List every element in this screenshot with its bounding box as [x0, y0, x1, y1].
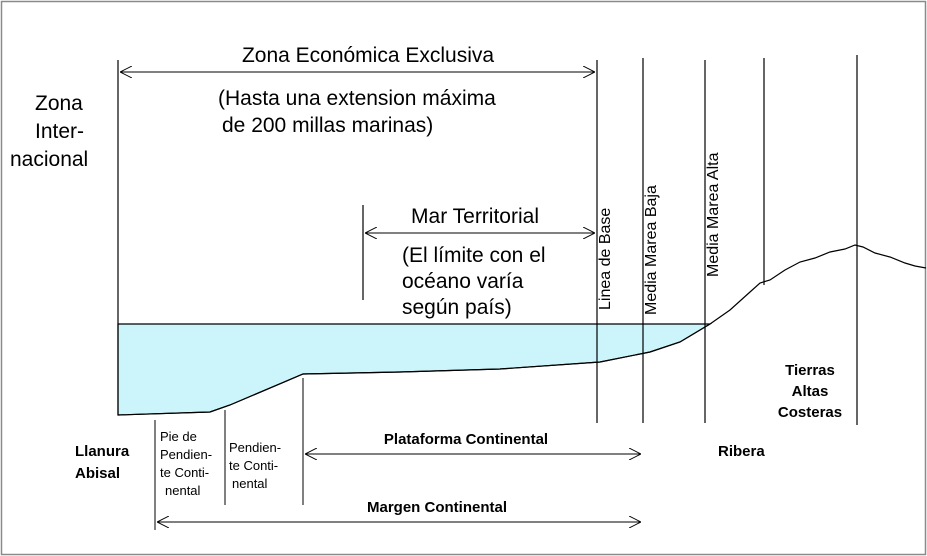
slope-label-line-2: te Conti-	[229, 458, 278, 473]
abyssal-label-line-2: Abisal	[75, 465, 120, 482]
highlands-label-line-1: Tierras	[785, 362, 835, 379]
territorial-note-line-1: (El límite con el	[402, 244, 546, 267]
zee-note-line-1: (Hasta una extension máxima	[218, 87, 496, 110]
highlands-label-line-3: Costeras	[778, 404, 842, 421]
shelf-label: Plataforma Continental	[384, 431, 548, 448]
water-area	[117, 323, 713, 416]
territorial-note-line-2: océano varía	[402, 270, 524, 293]
slope-label-line-1: Pendien-	[229, 440, 281, 455]
slope-label-line-3: nental	[232, 476, 268, 491]
margin-label: Margen Continental	[367, 499, 507, 516]
high-tide-label: Media Marea Alta	[705, 152, 722, 277]
international-line-3: nacional	[10, 148, 88, 171]
highlands-label-line-2: Altas	[792, 383, 829, 400]
slope-foot-label-line-1: Pie de	[160, 429, 197, 444]
territorial-note-line-3: según país)	[402, 296, 512, 319]
zee-title: Zona Económica Exclusiva	[242, 44, 494, 67]
zee-note-line-2: de 200 millas marinas)	[222, 114, 433, 137]
international-line-1: Zona	[35, 92, 83, 115]
slope-foot-label-line-2: Pendien-	[160, 447, 212, 462]
slope-foot-label-line-4: nental	[165, 483, 201, 498]
seafloor-profile	[117, 244, 927, 416]
territorial-title: Mar Territorial	[411, 205, 539, 228]
slope-foot-label-line-3: te Conti-	[160, 465, 209, 480]
low-tide-label: Media Marea Baja	[643, 185, 660, 315]
abyssal-label-line-1: Llanura	[75, 443, 130, 460]
international-line-2: Inter-	[35, 120, 84, 143]
shore-label: Ribera	[718, 443, 765, 460]
baseline-label: Linea de Base	[597, 208, 614, 310]
